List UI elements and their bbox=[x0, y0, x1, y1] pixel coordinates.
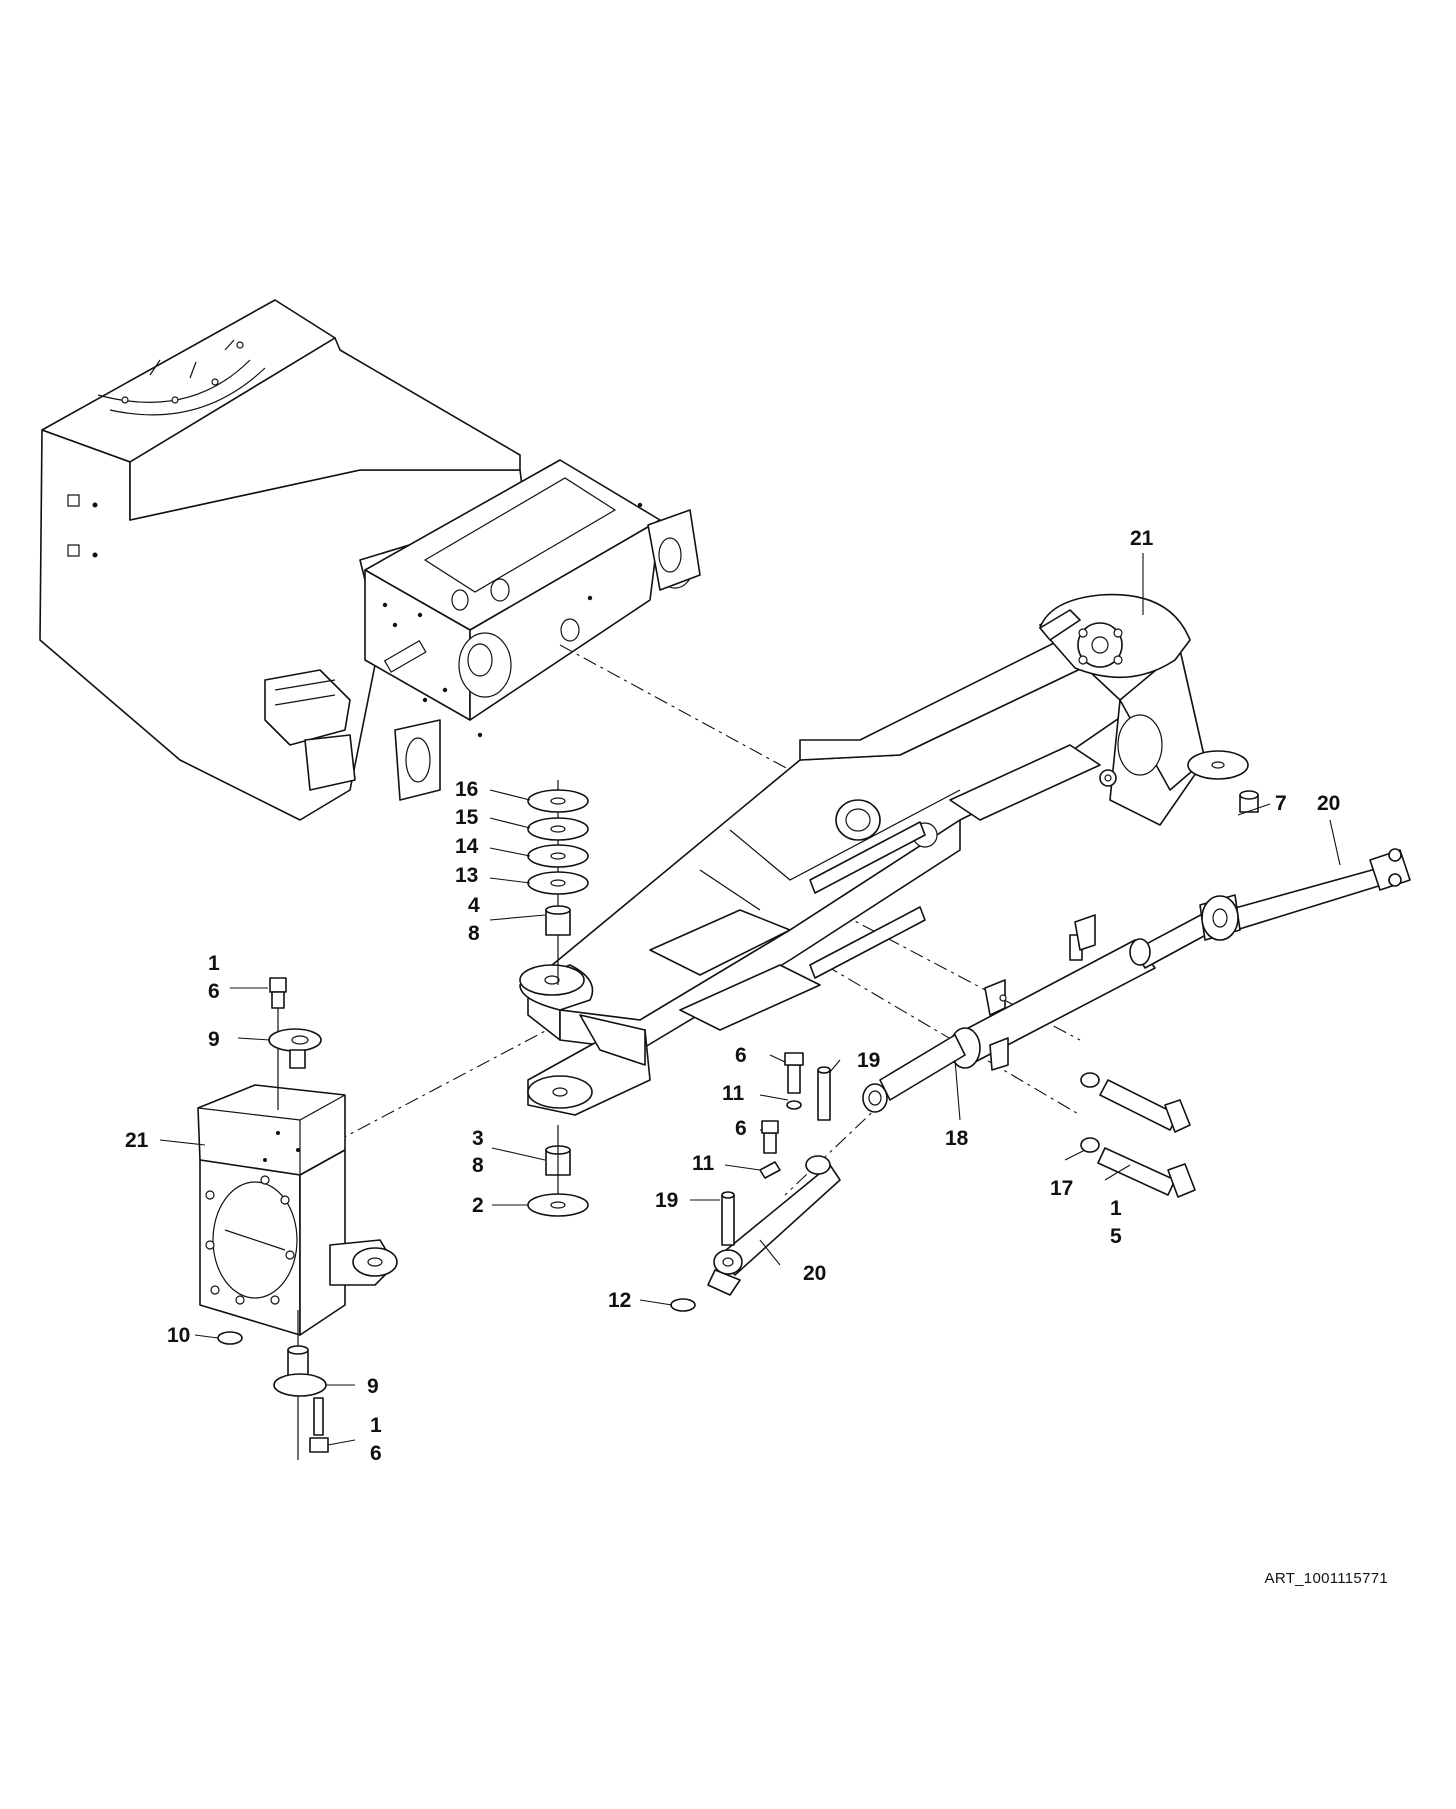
callout-1-left: 1 bbox=[208, 952, 220, 975]
callout-3: 3 bbox=[472, 1127, 484, 1150]
callout-16: 16 bbox=[455, 778, 478, 801]
king-pin-assembly bbox=[217, 977, 329, 1460]
art-reference-id: ART_1001115771 bbox=[1264, 1570, 1388, 1587]
callout-12: 12 bbox=[608, 1289, 631, 1312]
callout-11-a: 11 bbox=[722, 1082, 745, 1105]
callout-9-top: 9 bbox=[208, 1028, 220, 1051]
callout-1-bottom: 1 bbox=[370, 1414, 382, 1437]
fasteners bbox=[670, 790, 1259, 1312]
front-axle-beam bbox=[519, 593, 1249, 1116]
callout-19-b: 19 bbox=[655, 1189, 678, 1212]
callout-6-bottom: 6 bbox=[370, 1442, 382, 1465]
steering-knuckle-left bbox=[197, 1084, 398, 1336]
callout-19-a: 19 bbox=[857, 1049, 880, 1072]
callout-8-bottom: 8 bbox=[472, 1154, 484, 1177]
callout-8-top: 8 bbox=[468, 922, 480, 945]
callout-21-left: 21 bbox=[125, 1129, 149, 1152]
washer-stack bbox=[527, 780, 589, 1217]
tie-rod-bottom bbox=[707, 1155, 841, 1296]
callout-20-top: 20 bbox=[1317, 792, 1340, 815]
callout-6-left: 6 bbox=[208, 980, 220, 1003]
callout-14: 14 bbox=[455, 835, 479, 858]
callout-21-top: 21 bbox=[1130, 527, 1154, 550]
callout-11-b: 11 bbox=[692, 1152, 715, 1175]
callout-10: 10 bbox=[167, 1324, 190, 1347]
callout-4: 4 bbox=[468, 894, 480, 917]
callout-6-mid-a: 6 bbox=[735, 1044, 747, 1067]
leader-lines bbox=[159, 553, 1341, 1446]
callout-6-mid-b: 6 bbox=[735, 1117, 747, 1140]
callout-15: 15 bbox=[455, 806, 479, 829]
callout-20-bottom: 20 bbox=[803, 1262, 826, 1285]
callout-13: 13 bbox=[455, 864, 478, 887]
steering-cylinder bbox=[862, 909, 1216, 1113]
callout-5: 5 bbox=[1110, 1225, 1122, 1248]
callout-9-bottom: 9 bbox=[367, 1375, 379, 1398]
callout-labels: 21 7 20 16 15 14 13 4 8 1 6 9 21 6 19 11… bbox=[125, 527, 1340, 1465]
chassis-frame bbox=[39, 299, 701, 821]
callout-1-right: 1 bbox=[1110, 1197, 1122, 1220]
callout-7: 7 bbox=[1275, 792, 1287, 815]
callout-2: 2 bbox=[472, 1194, 484, 1217]
tie-rod-top bbox=[1199, 848, 1411, 941]
callout-18: 18 bbox=[945, 1127, 969, 1150]
callout-17: 17 bbox=[1050, 1177, 1073, 1200]
